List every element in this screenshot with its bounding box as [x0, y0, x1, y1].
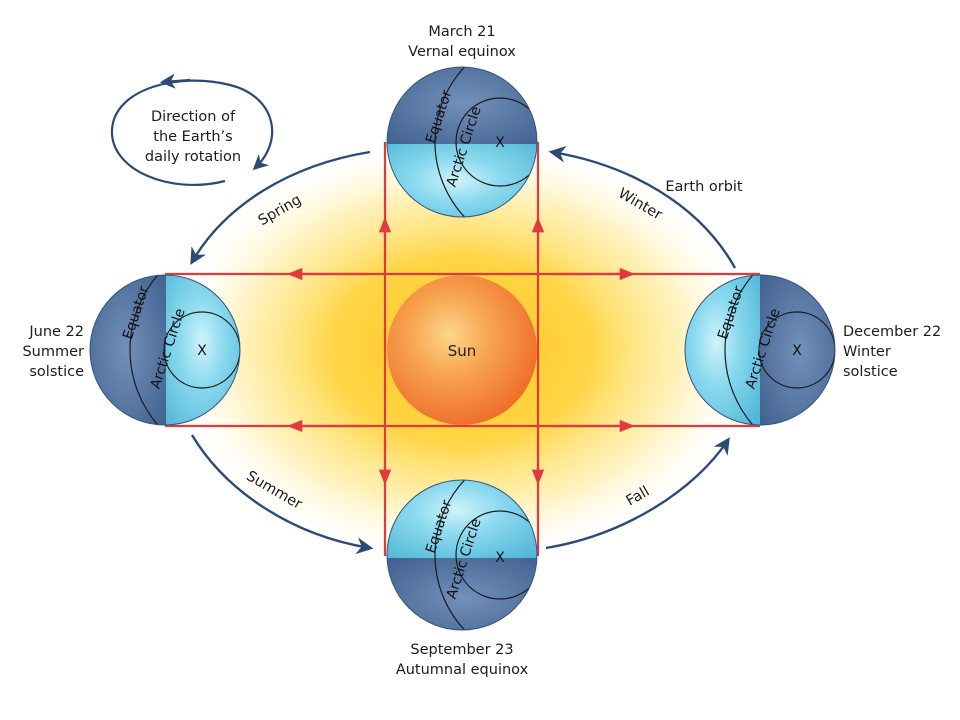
rotation-loop — [110, 79, 274, 186]
summer-name: Summer — [22, 344, 84, 360]
autumnal-date: September 23 — [410, 642, 513, 658]
vernal-name: Vernal equinox — [408, 44, 516, 60]
globe-vernal-equator — [434, 67, 537, 217]
globe-summer-equator — [129, 275, 240, 425]
globe-autumnal-pole: X — [495, 550, 505, 566]
rotation-label-line2: the Earth’s — [153, 129, 232, 145]
orbit-arc-winter — [548, 145, 737, 269]
sun-label: Sun — [448, 342, 477, 360]
globe-winter-arctic — [758, 311, 835, 389]
globe-summer-arctic — [163, 311, 240, 389]
orbit-arc-summer — [190, 434, 374, 555]
orbit-arc-spring — [190, 150, 371, 265]
earth-orbit-label: Earth orbit — [665, 179, 743, 195]
summer-date: June 22 — [28, 324, 84, 340]
rotation-label-line3: daily rotation — [145, 149, 241, 165]
globe-vernal-arctic — [455, 97, 537, 187]
rotation-label-line1: Direction of — [151, 109, 236, 125]
winter-date: December 22 — [843, 324, 941, 340]
globe-summer-pole: X — [197, 343, 207, 359]
orbit-arcs — [190, 145, 737, 555]
autumnal-name: Autumnal equinox — [396, 662, 529, 678]
globe-autumnal-arctic — [455, 510, 537, 600]
globe-vernal-pole: X — [495, 135, 505, 151]
winter-name: Winter — [843, 344, 891, 360]
globe-autumnal-equator — [434, 480, 537, 630]
globe-winter-pole: X — [792, 343, 802, 359]
rotation-loop-arrow — [159, 73, 191, 89]
sunlight-rays — [165, 142, 760, 556]
vernal-date: March 21 — [428, 24, 495, 40]
sun — [387, 275, 537, 425]
orbit-arc-fall — [545, 437, 730, 550]
summer-solstice: solstice — [29, 364, 84, 380]
winter-solstice: solstice — [843, 364, 898, 380]
globe-winter-equator — [724, 275, 835, 425]
